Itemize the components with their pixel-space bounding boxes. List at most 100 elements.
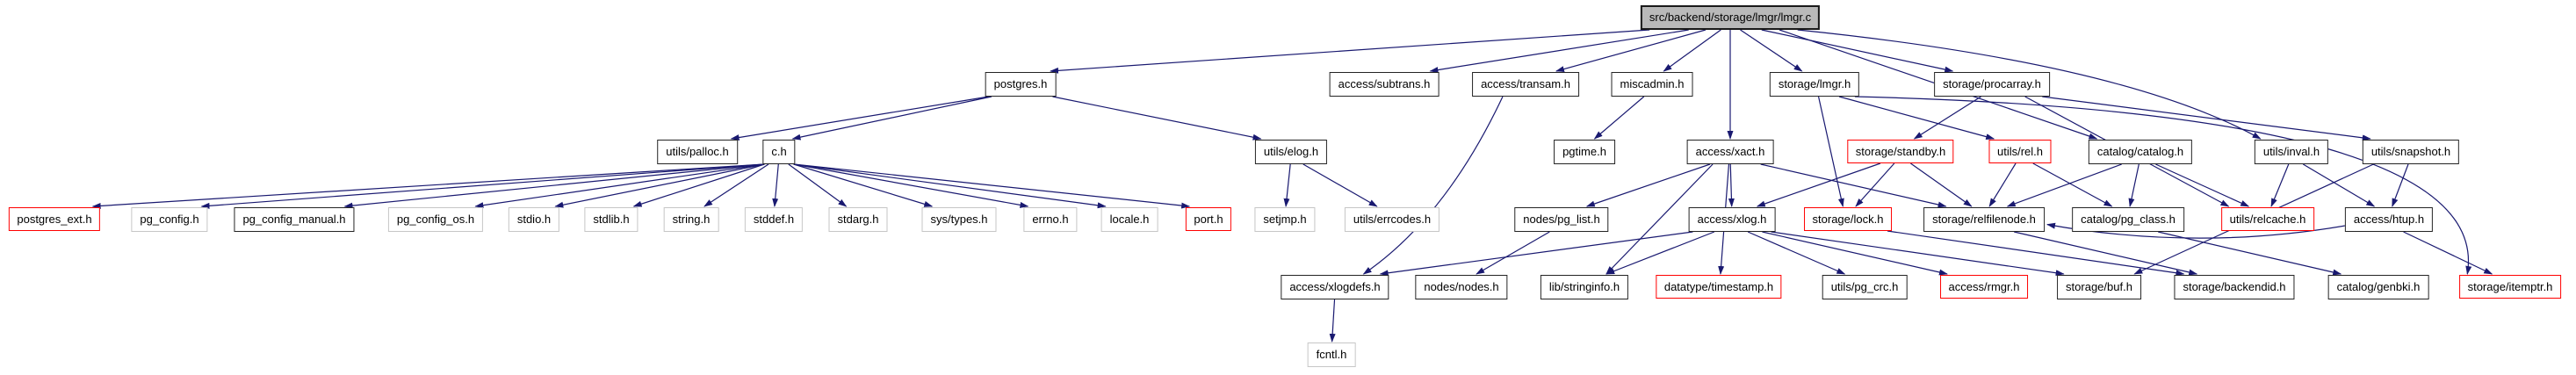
graph-node-stdio-link: stdio.h [508, 207, 560, 232]
edge-catalog-to-relfilenode [2006, 163, 2122, 207]
edge-htup-to-itemptr [2403, 231, 2493, 275]
edge-c-to-stddef [772, 163, 779, 207]
graph-node-stdlib-link: stdlib.h [584, 207, 639, 232]
edge-inval-to-htup [2303, 163, 2376, 207]
edge-miscadmin-to-pgtime [1593, 96, 1645, 140]
edge-c-to-locale [793, 163, 1107, 209]
graph-node-c-link[interactable]: c.h [762, 140, 796, 164]
graph-node-itemptr-link[interactable]: storage/itemptr.h [2459, 275, 2561, 299]
edge-standby-to-relfilenode [1910, 162, 1973, 207]
edge-c-to-pg_config [200, 163, 765, 209]
graph-node-xlog-link[interactable]: access/xlog.h [1688, 207, 1776, 232]
graph-node-backendid-link[interactable]: storage/backendid.h [2174, 275, 2295, 299]
edge-c-to-errno [793, 163, 1029, 208]
edge-c-to-stdio [554, 163, 765, 208]
graph-node-lock-link[interactable]: storage/lock.h [1804, 207, 1892, 231]
edge-xact-to-xlog [1728, 163, 1735, 207]
edge-xact-to-relfilenode [1760, 163, 1947, 208]
graph-node-stddef-link: stddef.h [744, 207, 804, 232]
graph-node-fcntl-link: fcntl.h [1307, 343, 1356, 367]
edge-xact-to-stringinfo [1605, 163, 1714, 275]
graph-node-snapshot-link[interactable]: utils/snapshot.h [2362, 140, 2460, 164]
graph-node-buf-link[interactable]: storage/buf.h [2057, 275, 2141, 299]
edge-xlog-to-stringinfo [1605, 231, 1715, 275]
graph-node-postgres-link[interactable]: postgres.h [985, 72, 1057, 97]
graph-node-port-link[interactable]: port.h [1185, 207, 1232, 231]
edge-root-to-subtrans [1429, 29, 1689, 74]
graph-node-pgtime-link[interactable]: pgtime.h [1554, 140, 1615, 164]
edge-elog-to-setjmp [1283, 163, 1291, 207]
graph-node-xlogdefs-link[interactable]: access/xlogdefs.h [1281, 275, 1389, 299]
graph-node-miscadmin-link[interactable]: miscadmin.h [1611, 72, 1693, 97]
edge-postgres-to-c [791, 96, 992, 141]
graph-node-root: src/backend/storage/lmgr/lmgr.c [1640, 5, 1821, 30]
graph-node-transam-link[interactable]: access/transam.h [1472, 72, 1579, 97]
graph-node-timestamp-link[interactable]: datatype/timestamp.h [1656, 275, 1782, 299]
graph-node-pg_list-link[interactable]: nodes/pg_list.h [1514, 207, 1609, 232]
edge-c-to-stdlib [632, 163, 765, 207]
graph-node-postgres_ext-link[interactable]: postgres_ext.h [8, 207, 101, 231]
graph-node-rmgr-link[interactable]: access/rmgr.h [1940, 275, 2028, 299]
edge-root-to-miscadmin [1663, 29, 1721, 72]
graph-node-relcache-link[interactable]: utils/relcache.h [2221, 207, 2314, 231]
edge-postgres-to-elog [1052, 96, 1262, 141]
edge-xlog-to-buf [1771, 231, 2065, 277]
graph-node-standby-link[interactable]: storage/standby.h [1847, 140, 1954, 163]
edge-c-to-port [793, 163, 1191, 209]
graph-node-relfilenode-link[interactable]: storage/relfilenode.h [1923, 207, 2045, 232]
edge-catalog-to-pg_class [2128, 163, 2139, 207]
edge-c-to-pg_config_os [474, 163, 765, 209]
edge-snapshot-to-htup [2392, 163, 2409, 207]
graph-node-subtrans-link[interactable]: access/subtrans.h [1329, 72, 1440, 97]
graph-node-xact-link[interactable]: access/xact.h [1686, 140, 1774, 164]
graph-node-rel-link[interactable]: utils/rel.h [1988, 140, 2052, 163]
edge-c-to-string [704, 163, 769, 207]
edge-lmgr-to-lock [1817, 96, 1844, 207]
edge-xlog-to-pg_crc [1747, 231, 1846, 275]
graph-node-string-link: string.h [663, 207, 719, 232]
edge-root-to-postgres [1050, 29, 1650, 74]
edge-standby-to-xlog [1756, 162, 1881, 207]
graph-node-lmgr-link[interactable]: storage/lmgr.h [1769, 72, 1860, 97]
edge-rel-to-pg_class [2032, 162, 2113, 207]
edge-xlogdefs-to-fcntl [1329, 299, 1336, 343]
edge-relfilenode-to-backendid [2014, 231, 2198, 276]
edge-procarray-to-snapshot [2042, 96, 2371, 141]
edge-c-to-sys_types [793, 163, 934, 207]
edge-root-to-lmgr [1740, 29, 1803, 72]
graph-node-palloc-link[interactable]: utils/palloc.h [657, 140, 738, 164]
graph-node-elog-link[interactable]: utils/elog.h [1254, 140, 1328, 164]
graph-node-errno-link: errno.h [1023, 207, 1078, 232]
edge-transam-to-xlogdefs [1362, 96, 1504, 275]
graph-node-inval-link[interactable]: utils/inval.h [2254, 140, 2329, 164]
edge-root-to-inval [1797, 29, 2262, 140]
graph-node-genbki-link[interactable]: catalog/genbki.h [2327, 275, 2429, 299]
edge-catalog-to-relcache [2155, 163, 2250, 207]
graph-node-stdarg-link: stdarg.h [828, 207, 888, 232]
graph-node-pg_config_manual-link[interactable]: pg_config_manual.h [234, 207, 355, 232]
graph-node-pg_class-link[interactable]: catalog/pg_class.h [2072, 207, 2184, 232]
edge-elog-to-errcodes [1302, 163, 1378, 207]
graph-node-procarray-link[interactable]: storage/procarray.h [1934, 72, 2050, 97]
edge-c-to-pg_config_manual [343, 163, 765, 209]
edge-lock-to-backendid [1887, 230, 2185, 277]
graph-node-nodes-link[interactable]: nodes/nodes.h [1415, 275, 1508, 299]
edge-procarray-to-standby [1913, 96, 1981, 140]
edge-rel-to-relfilenode [1988, 162, 2017, 207]
graph-node-htup-link[interactable]: access/htup.h [2344, 207, 2434, 232]
edge-c-to-stdarg [788, 163, 848, 207]
edge-lmgr-to-itemptr [1854, 96, 2472, 275]
graph-node-catalog-link[interactable]: catalog/catalog.h [2088, 140, 2193, 164]
edge-xact-to-pg_list [1585, 163, 1711, 207]
edge-c-to-postgres_ext [91, 163, 765, 209]
graph-node-setjmp-link: setjmp.h [1254, 207, 1316, 232]
graph-node-pg_config-link: pg_config.h [131, 207, 208, 232]
graph-node-errcodes-link: utils/errcodes.h [1344, 207, 1440, 232]
edge-xlog-to-xlogdefs [1379, 231, 1693, 277]
graph-node-pg_crc-link[interactable]: utils/pg_crc.h [1822, 275, 1908, 299]
edge-pg_class-to-genbki [2158, 231, 2342, 276]
graph-node-locale-link: locale.h [1100, 207, 1158, 232]
graph-node-stringinfo-link[interactable]: lib/stringinfo.h [1540, 275, 1629, 299]
edge-xlog-to-rmgr [1762, 231, 1948, 276]
graph-node-sys_types-link: sys/types.h [921, 207, 997, 232]
